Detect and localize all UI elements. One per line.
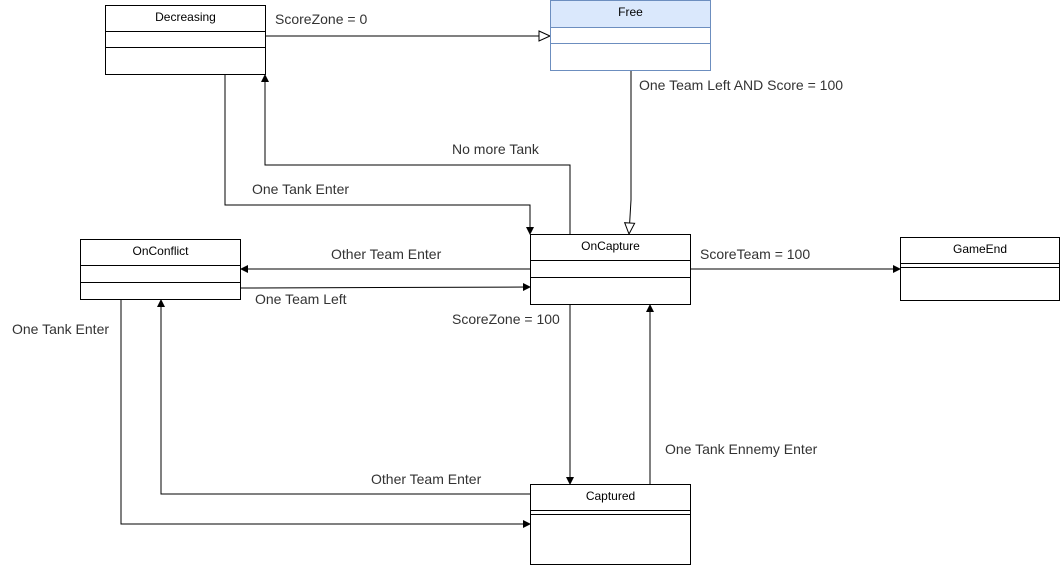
edge-oncapture-to-decreasing [261, 74, 571, 234]
state-gameend[interactable]: GameEnd [900, 237, 1060, 301]
state-onconflict-divider [81, 265, 240, 266]
state-oncapture[interactable]: OnCapture [530, 234, 691, 305]
state-oncapture-title: OnCapture [581, 239, 640, 253]
state-gameend-divider [901, 267, 1059, 268]
label-oncapture-to-onconflict: Other Team Enter [331, 246, 442, 262]
label-onconflict-to-oncapture: One Team Left [255, 291, 347, 307]
state-gameend-divider [901, 263, 1059, 264]
state-oncapture-divider [531, 277, 690, 278]
edge-free-to-oncapture [629, 70, 631, 234]
state-decreasing-divider [106, 31, 265, 32]
state-decreasing[interactable]: Decreasing [105, 5, 266, 75]
label-captured-to-oncapture: One Tank Ennemy Enter [665, 441, 818, 457]
state-onconflict[interactable]: OnConflict [80, 239, 241, 300]
state-decreasing-divider [106, 47, 265, 48]
label-captured-to-onconflict: Other Team Enter [371, 471, 482, 487]
state-captured-title: Captured [585, 489, 636, 503]
state-free-divider [551, 43, 710, 44]
label-onconflict-to-captured: One Tank Enter [12, 321, 110, 337]
label-oncapture-to-gameend: ScoreTeam = 100 [700, 246, 811, 262]
label-oncapture-to-decreasing: No more Tank [452, 141, 539, 157]
edge-captured-to-onconflict [157, 299, 530, 495]
edge-onconflict-to-captured [120, 300, 531, 528]
state-onconflict-divider [81, 282, 240, 283]
state-onconflict-title: OnConflict [132, 244, 189, 258]
state-oncapture-divider [531, 260, 690, 261]
label-free-to-oncapture: One Team Left AND Score = 100 [639, 77, 844, 93]
state-decreasing-title: Decreasing [155, 10, 216, 24]
label-decreasing-to-oncapture: One Tank Enter [252, 181, 350, 197]
state-free-title: Free [618, 5, 643, 19]
edge-decreasing-to-oncapture [224, 75, 534, 235]
edge-onconflict-to-oncapture [240, 283, 531, 292]
label-decreasing-to-free: ScoreZone = 0 [275, 11, 368, 27]
state-free[interactable]: Free [550, 0, 711, 71]
state-captured-divider [531, 514, 690, 515]
state-captured[interactable]: Captured [530, 484, 691, 565]
label-oncapture-to-captured: ScoreZone = 100 [452, 311, 560, 327]
state-free-body [551, 27, 710, 70]
state-captured-divider [531, 510, 690, 511]
state-gameend-title: GameEnd [952, 242, 1008, 256]
